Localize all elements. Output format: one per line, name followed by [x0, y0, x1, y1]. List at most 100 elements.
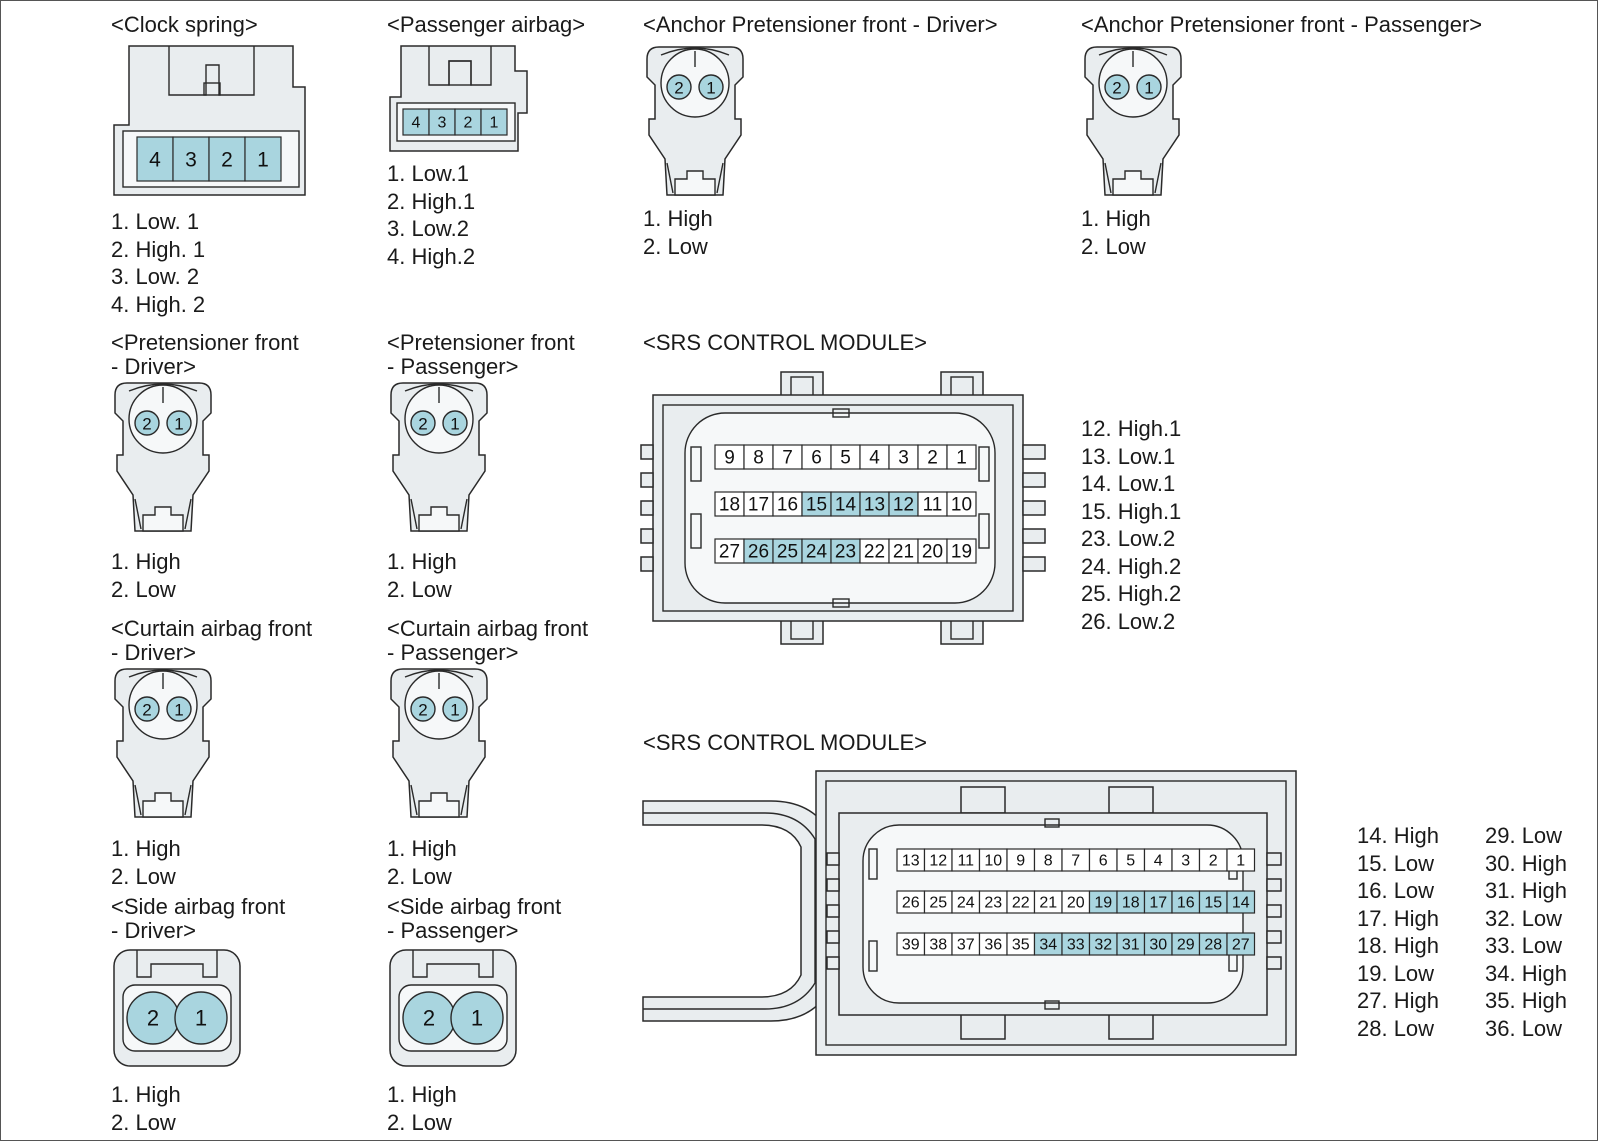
pin-number: 2 [927, 448, 938, 469]
pin-cell-highlighted [801, 491, 832, 517]
pin-number: 1 [490, 115, 499, 132]
pin-number: 1 [450, 415, 459, 434]
pin-description: 30. High [1485, 850, 1567, 876]
pin-number: 22 [864, 542, 885, 563]
pin-description: 18. High [1357, 933, 1439, 958]
pin-cell [946, 444, 977, 470]
srs-module-a-title: <SRS CONTROL MODULE> [643, 330, 928, 355]
anchor-passenger-pin-list: 1. High 2. Low [1081, 205, 1151, 260]
pin-number: 11 [923, 495, 943, 516]
pin-description: 2. Low [387, 576, 452, 602]
pin-number: 11 [957, 853, 974, 870]
pin-description: 28. Low [1357, 1015, 1435, 1041]
pin-number: 19 [1094, 895, 1112, 912]
pin-number: 2 [1209, 853, 1218, 870]
pin-cell-highlighted [830, 538, 861, 564]
pin-number: 1 [195, 1006, 207, 1031]
pin-number: 3 [898, 448, 909, 469]
pin-number: 33 [1067, 937, 1085, 954]
pin-cell [917, 538, 948, 564]
pin-description: 16. Low [1357, 878, 1435, 903]
title-line: <Curtain airbag front [387, 616, 589, 641]
title-line: - Driver> [111, 354, 196, 379]
pin-description: 25. High.2 [1081, 581, 1182, 606]
pin-cell-highlighted [480, 108, 508, 136]
srs-module-b-pin-list-1: 14. High 15. Low 16. Low 17. High 18. Hi… [1357, 822, 1439, 1042]
side-passenger-connector: 2 1 [389, 949, 517, 1067]
passenger-airbag-pin-list: 1. Low.1 2. High.1 3. Low.2 4. High.2 [387, 160, 475, 270]
pin-description: 3. Low.2 [387, 216, 469, 241]
pin-description: 1. High [643, 206, 713, 231]
pin-cavity [166, 410, 192, 436]
pin-description: 14. High [1357, 823, 1439, 848]
pin-description: 4. High.2 [387, 243, 476, 269]
pin-number: 10 [984, 853, 1002, 870]
pin-number: 36 [984, 937, 1002, 954]
pin-cavity [410, 696, 436, 722]
pin-cell-highlighted [801, 538, 832, 564]
pin-number: 17 [1149, 895, 1167, 912]
pin-number: 15 [1204, 895, 1222, 912]
pin-number: 27 [1232, 937, 1250, 954]
pin-number: 23 [835, 542, 856, 563]
pin-description: 26. Low.2 [1081, 608, 1176, 634]
pin-cell-highlighted [1226, 890, 1256, 914]
pin-description: 32. Low [1485, 905, 1563, 931]
pin-number: 1 [1236, 853, 1245, 870]
passenger-airbag-title: <Passenger airbag> [387, 12, 586, 37]
pin-number: 26 [902, 895, 920, 912]
pin-number: 12 [929, 853, 947, 870]
pin-number: 1 [450, 701, 459, 720]
pin-number: 2 [674, 79, 683, 98]
pin-number: 2 [142, 701, 151, 720]
pin-number: 35 [1012, 937, 1030, 954]
pin-number: 1 [174, 701, 183, 720]
pin-number: 21 [1039, 895, 1057, 912]
pin-number: 1 [956, 448, 967, 469]
pin-number: 9 [724, 448, 735, 469]
pin-description: 2. Low [111, 863, 176, 889]
pin-number: 2 [418, 415, 427, 434]
pin-number: 2 [147, 1006, 159, 1031]
pin-number: 3 [1181, 853, 1190, 870]
anchor-driver-title: <Anchor Pretensioner front - Driver> [643, 12, 998, 37]
pin-description: 2. Low [387, 1109, 452, 1135]
pin-description: 2. Low [643, 233, 708, 259]
pin-description: 35. High [1485, 988, 1567, 1013]
pin-number: 20 [1067, 895, 1085, 912]
pin-number: 24 [957, 895, 975, 912]
pin-number: 30 [1149, 937, 1167, 954]
pin-cell-highlighted [859, 491, 890, 517]
pin-number: 2 [464, 115, 473, 132]
pin-cavity [442, 696, 468, 722]
pin-description: 1. High [111, 1082, 181, 1107]
pin-description: 27. High [1357, 988, 1439, 1013]
pin-number: 38 [929, 937, 947, 954]
pin-number: 14 [1232, 895, 1250, 912]
side-passenger-title: <Side airbag front - Passenger> [387, 895, 561, 943]
pin-cavity [666, 74, 692, 100]
pin-number: 7 [782, 448, 793, 469]
title-line: <Curtain airbag front [111, 616, 313, 641]
pin-number: 25 [929, 895, 947, 912]
curtain-passenger-pin-list: 1. High 2. Low [387, 835, 457, 890]
srs-module-b-title: <SRS CONTROL MODULE> [643, 730, 928, 755]
pin-cell-highlighted [772, 538, 803, 564]
pin-description: 19. Low [1357, 960, 1435, 986]
srs-module-b-pin-list-2: 29. Low 30. High 31. High 32. Low 33. Lo… [1485, 822, 1567, 1042]
pin-number: 1 [174, 415, 183, 434]
pin-number: 22 [1012, 895, 1030, 912]
pin-number: 7 [1071, 853, 1080, 870]
pin-number: 29 [1177, 937, 1195, 954]
pin-cell [917, 491, 948, 517]
curtain-driver-title: <Curtain airbag front - Driver> [111, 617, 312, 665]
pin-cell [946, 491, 977, 517]
pin-cell-highlighted [244, 136, 282, 182]
pin-description: 17. High [1357, 905, 1439, 931]
pin-cavity [134, 410, 160, 436]
pin-description: 31. High [1485, 878, 1567, 903]
